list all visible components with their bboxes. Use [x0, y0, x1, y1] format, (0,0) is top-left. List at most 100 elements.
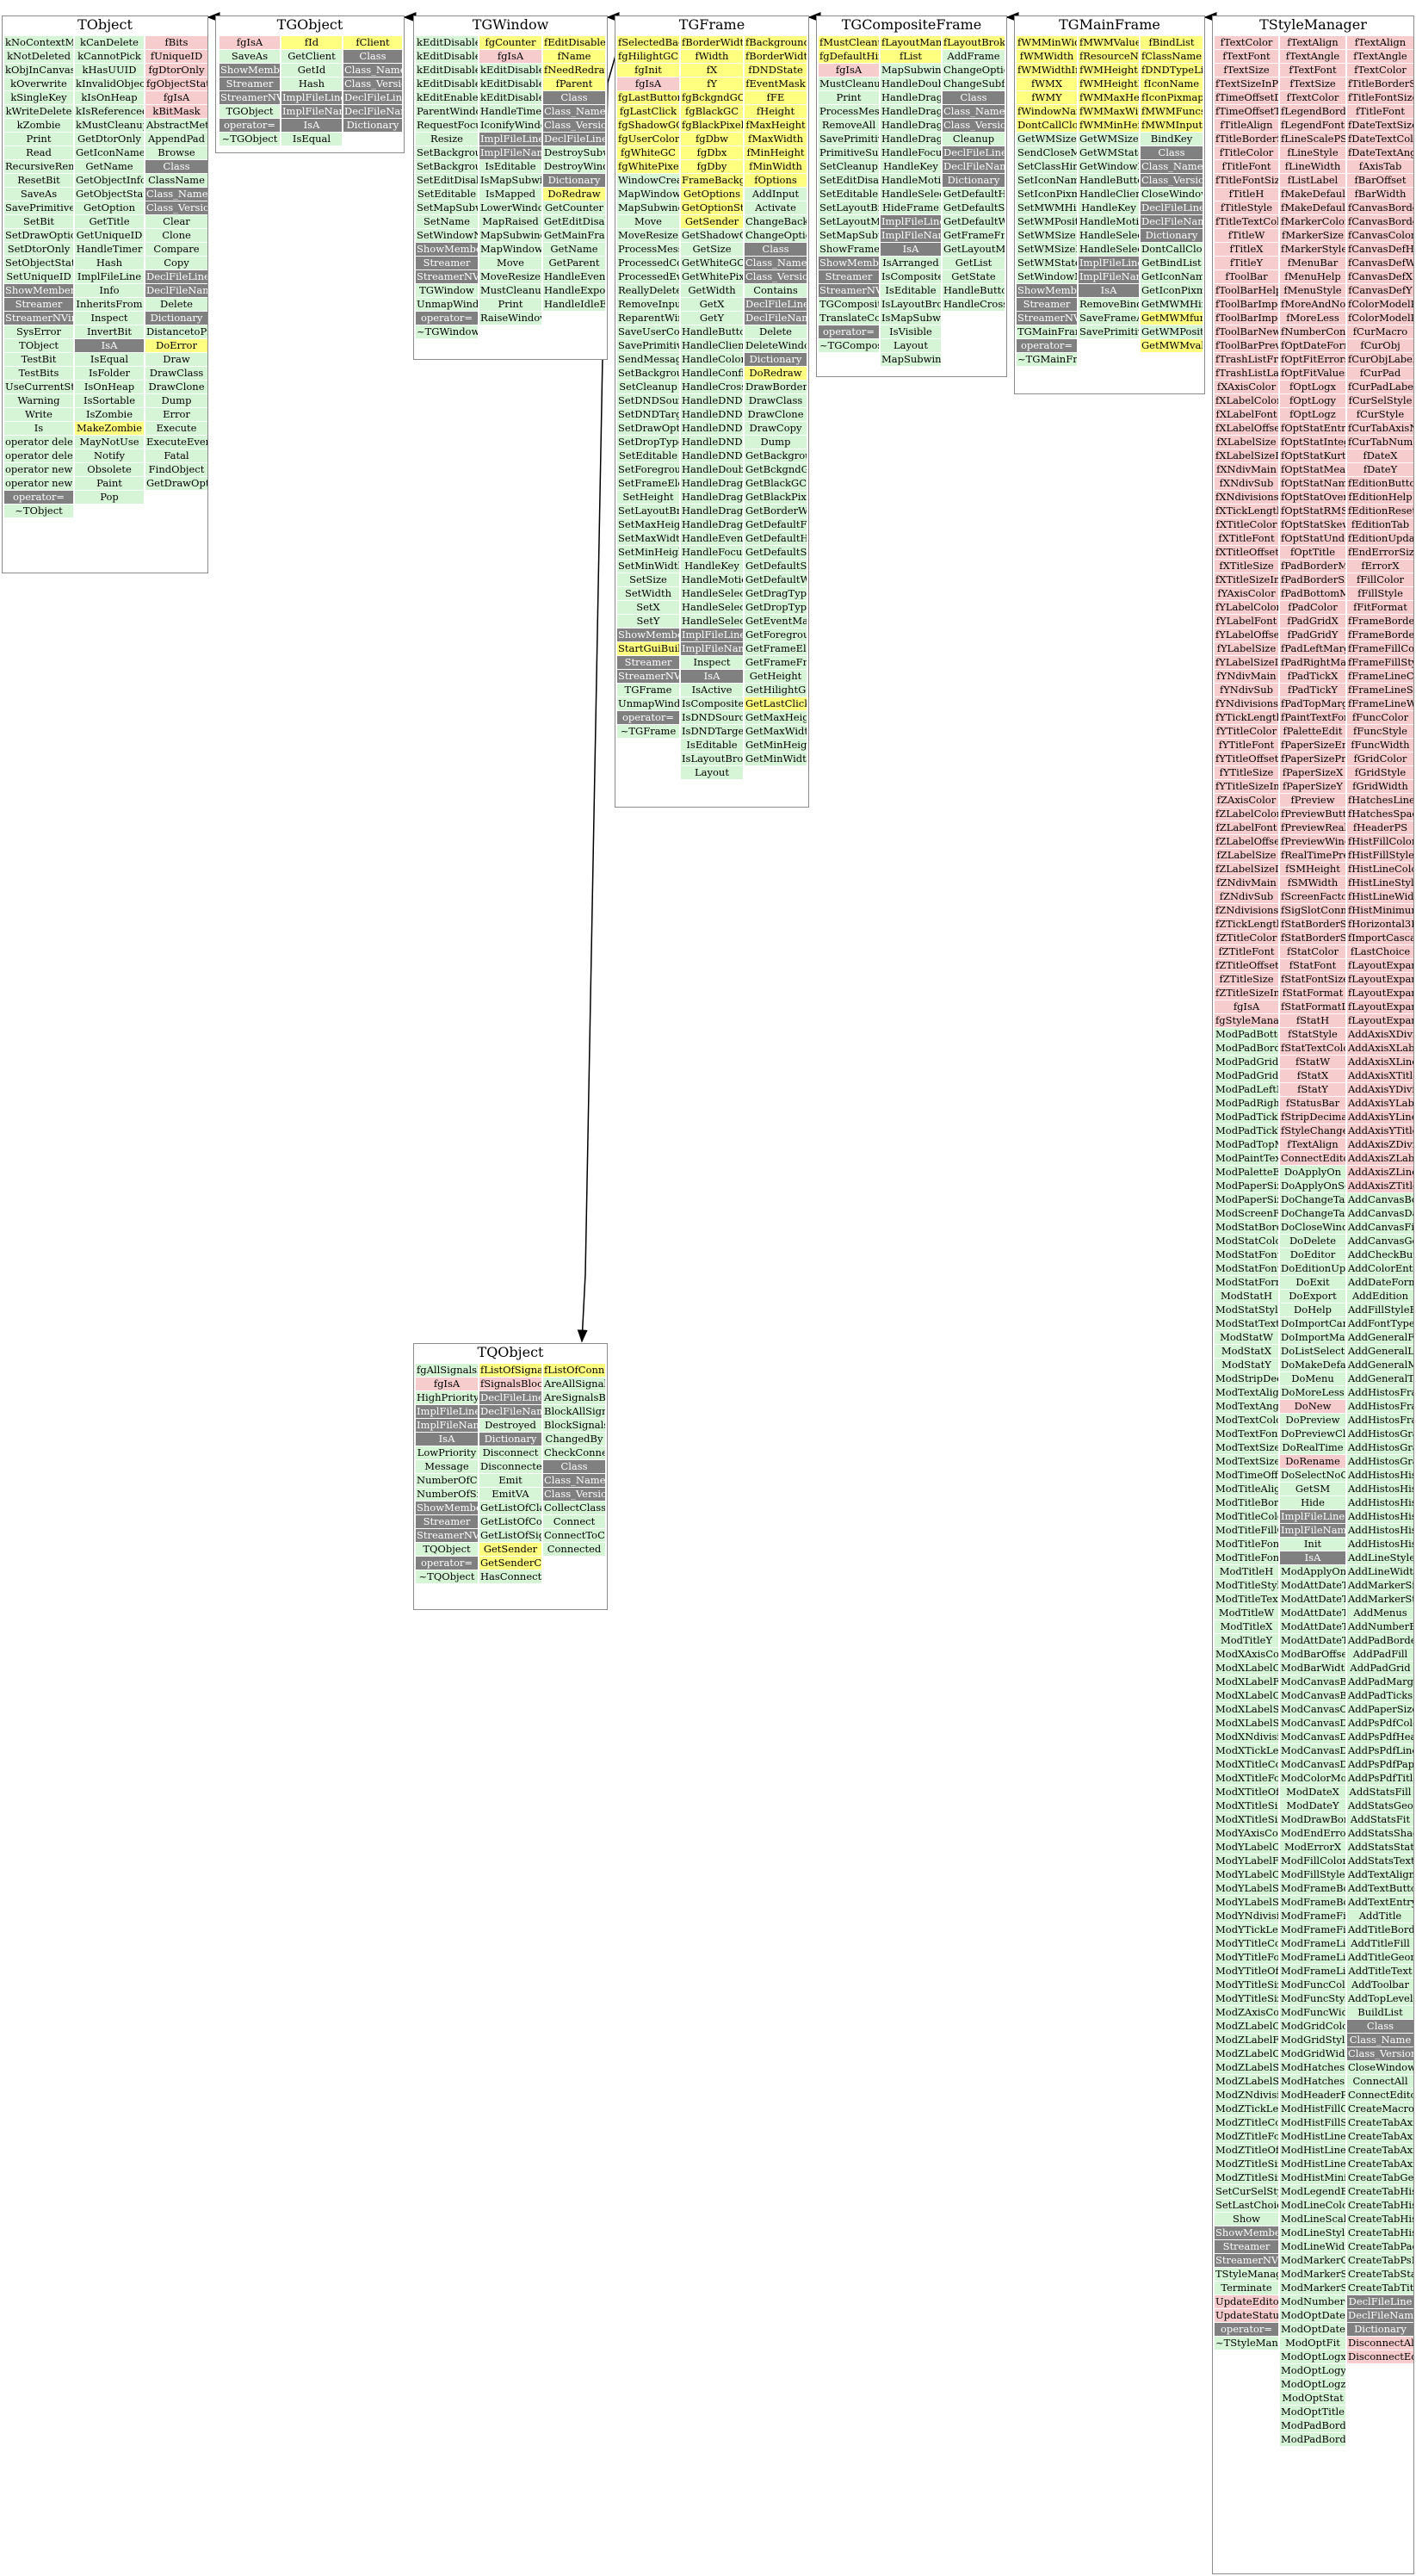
tobject-member: SetBit	[4, 215, 73, 228]
tgwindow-member: MapRaised	[479, 215, 541, 228]
tgcompositeframe-member: fLayoutBroken	[943, 36, 1005, 49]
tstylemanager-member: fPaperSizeEnCm	[1280, 739, 1345, 752]
tgframe-member: GetMinWidth	[745, 752, 807, 765]
tstylemanager-member: ModYLabelSizeInPixels	[1215, 1896, 1278, 1909]
tgmainframe-member: GetWMState	[1079, 146, 1139, 159]
tstylemanager-member: ModYTitleOffset	[1215, 1965, 1278, 1978]
tgwindow-member: SetBackgroundPixmap	[416, 160, 478, 173]
tgwindow-member: kEditDisableWidth	[416, 77, 478, 90]
tqobject-member: DeclFileLine	[479, 1391, 541, 1404]
tstylemanager-member: fOptStatMean	[1280, 463, 1345, 476]
tstylemanager-member: ModCanvasBorderMode	[1280, 1675, 1345, 1688]
tstylemanager-member: AddPsPdfTitle	[1347, 1772, 1413, 1785]
tstylemanager-member: fFrameBorderMode	[1347, 615, 1413, 628]
tgcompositeframe-member: MustCleanup	[819, 77, 879, 90]
tstylemanager-member: AddMarkerSizeEntry	[1347, 1579, 1413, 1592]
tgcompositeframe-member: IsA	[881, 243, 941, 256]
tobject-member: kCannotPick	[75, 50, 144, 63]
tgcompositeframe-member: ImplFileName	[881, 229, 941, 242]
tgmainframe-member: fMWMFuncs	[1141, 105, 1203, 118]
tstylemanager-member: fDateTextAngle	[1347, 146, 1413, 159]
tgframe-member: fMaxWidth	[745, 133, 807, 146]
tstylemanager-member: fPreviewButton	[1280, 808, 1345, 820]
tgcompositeframe-member: AddFrame	[943, 50, 1005, 63]
tstylemanager-member: fHistFillStyle	[1347, 849, 1413, 862]
tgwindow-member: fEditDisabled	[543, 36, 605, 49]
tgobject-member: Dictionary	[343, 119, 402, 132]
tgmainframe-member: GetMWMfuncs	[1141, 312, 1203, 325]
tstylemanager-member: fYTitleFont	[1215, 739, 1278, 752]
tgframe-member: ImplFileName	[681, 642, 743, 655]
tobject-member: ShowMembers	[4, 284, 73, 297]
tgcompositeframe-member: SetLayoutBroken	[819, 201, 879, 214]
tstylemanager-member: fCurObj	[1347, 339, 1413, 352]
tstylemanager-member: ModStatStyle	[1215, 1303, 1278, 1316]
tgframe-member: HandleSelectionClear	[681, 601, 743, 614]
tgobject-member: Class_Name	[343, 64, 402, 77]
tqobject-member: fListOfConnections	[543, 1364, 605, 1377]
tobject-member: GetName	[75, 160, 144, 173]
tobject-member: kOverwrite	[4, 77, 73, 90]
tstylemanager-member: AddEdition	[1347, 1290, 1413, 1303]
tqobject-member: GetListOfConnections	[479, 1515, 541, 1528]
tgframe-member: HandleSelectionRequest	[681, 615, 743, 628]
tobject-member: SetUniqueID	[4, 270, 73, 283]
tstylemanager-member: fCanvasBorderSize	[1347, 215, 1413, 228]
tstylemanager-member: ModBarWidth	[1280, 1662, 1345, 1675]
tstylemanager-member: fToolBarHelp	[1215, 284, 1278, 297]
tstylemanager-member: fZNdivisionsOptimize	[1215, 904, 1278, 917]
tobject-member: DoError	[145, 339, 207, 352]
tgframe-member: fMinHeight	[745, 146, 807, 159]
tgwindow-member: kEditDisableLayout	[416, 50, 478, 63]
tgframe-member: GetOptions	[681, 188, 743, 201]
tstylemanager-member: fGridColor	[1347, 752, 1413, 765]
tstylemanager-member: fTextAngle	[1280, 50, 1345, 63]
tstylemanager-member: AddTextButton	[1347, 1882, 1413, 1895]
tstylemanager-member: ModTitleY	[1215, 1634, 1278, 1647]
tqobject-member: Dictionary	[479, 1433, 541, 1446]
tstylemanager-member: AddTitleFill	[1347, 1937, 1413, 1950]
tstylemanager-member: ModZLabelFont	[1215, 2034, 1278, 2047]
tstylemanager-member: ModPadGridY	[1215, 1069, 1278, 1082]
tstylemanager-member: fTitleTextColor	[1215, 215, 1278, 228]
tstylemanager-member: fZLabelColor	[1215, 808, 1278, 820]
tgframe-member: SetDrawOption	[617, 422, 679, 435]
tqobject-member: fListOfSignals	[479, 1364, 541, 1377]
tgcompositeframe-member: GetState	[943, 270, 1005, 283]
tgwindow-member: kEditDisableGrab	[479, 91, 541, 104]
tstylemanager-member: ModTimeOffset	[1215, 1469, 1278, 1482]
tgframe-member: GetLastClick	[745, 697, 807, 710]
tgframe-member: GetX	[681, 298, 743, 311]
tstylemanager-member: ModTitleH	[1215, 1565, 1278, 1578]
tstylemanager-member: CreateMacro	[1347, 2102, 1413, 2115]
tstylemanager-member: AddCanvasDate	[1347, 1207, 1413, 1220]
tstylemanager-member: Class	[1347, 2020, 1413, 2033]
tobject-member: TObject	[4, 339, 73, 352]
tstylemanager-member: fTextFont	[1215, 50, 1278, 63]
tobject-member: Write	[4, 408, 73, 421]
tobject-member: DistancetoPrimitive	[145, 325, 207, 338]
tgmainframe-member: fIconPixmap	[1141, 91, 1203, 104]
tstylemanager-member: DoChangeTab	[1280, 1193, 1345, 1206]
tgobject-member: ImplFileLine	[281, 91, 342, 104]
class-box-tgframe: TGFrame fSelectedBackgroundfgHilightGCfg…	[615, 15, 809, 808]
tgwindow-member: Move	[479, 257, 541, 269]
tobject-member: SetDrawOption	[4, 229, 73, 242]
tobject-member: Draw	[145, 353, 207, 366]
tgwindow-member: fName	[543, 50, 605, 63]
tstylemanager-member: fEditionTab	[1347, 518, 1413, 531]
tstylemanager-member: ModXLabelFont	[1215, 1675, 1278, 1688]
tgcompositeframe-member: IsComposite	[881, 270, 941, 283]
tqobject-member: HighPriority	[416, 1391, 478, 1404]
tstylemanager-member: ModLineWidth	[1280, 2240, 1345, 2253]
tstylemanager-member: fColorModelPS	[1347, 298, 1413, 311]
class-title-tgcompositeframe: TGCompositeFrame	[841, 16, 982, 33]
tobject-member: ResetBit	[4, 174, 73, 187]
tobject-member: kCanDelete	[75, 36, 144, 49]
tstylemanager-member: fScreenFactor	[1280, 890, 1345, 903]
tgcompositeframe-member: SetMapSubwindows	[819, 229, 879, 242]
tstylemanager-member: fYTitleOffset	[1215, 752, 1278, 765]
tstylemanager-member: AddCanvasBorder	[1347, 1193, 1413, 1206]
tobject-member: DrawClass	[145, 367, 207, 380]
tgframe-member: HandleClientMessage	[681, 339, 743, 352]
